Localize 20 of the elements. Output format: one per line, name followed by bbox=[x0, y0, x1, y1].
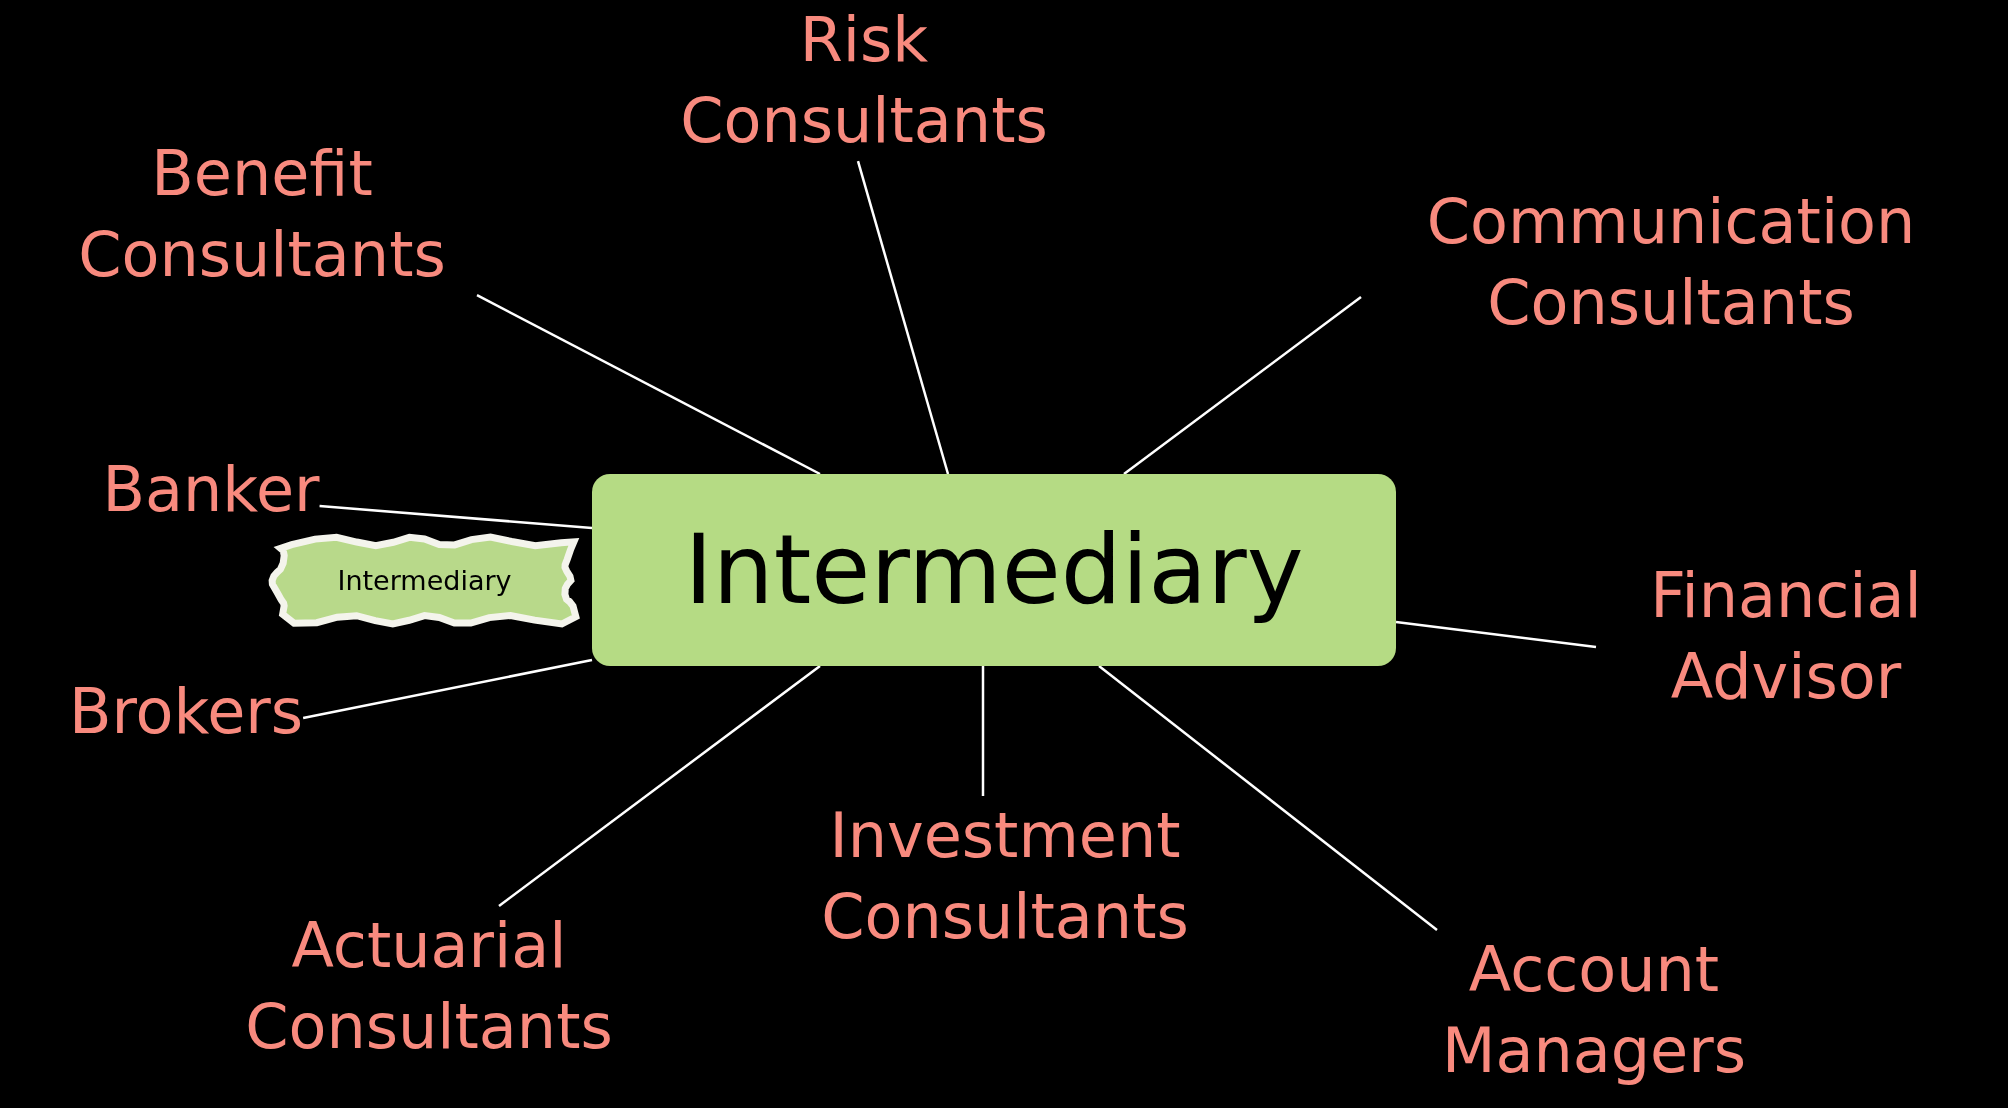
connector-line bbox=[981, 666, 985, 796]
role-label: Benefit Consultants bbox=[47, 134, 477, 296]
role-label: Financial Advisor bbox=[1596, 556, 1976, 718]
connector-line bbox=[1123, 296, 1362, 475]
role-label: Risk Consultants bbox=[624, 0, 1104, 162]
role-label: Communication Consultants bbox=[1361, 182, 1981, 344]
role-label: Actuarial Consultants bbox=[199, 906, 659, 1068]
role-label: Account Managers bbox=[1384, 930, 1804, 1092]
connector-line bbox=[1098, 665, 1438, 931]
connector-line bbox=[302, 658, 593, 720]
connector-line bbox=[1395, 620, 1597, 649]
connector-line bbox=[476, 294, 821, 476]
hub-box: Intermediary bbox=[592, 474, 1396, 666]
paper-label: Intermediary bbox=[266, 531, 583, 630]
connector-line bbox=[856, 160, 950, 475]
connector-line bbox=[319, 504, 593, 530]
role-label: Investment Consultants bbox=[775, 796, 1235, 958]
role-label: Banker bbox=[102, 450, 320, 531]
role-label: Brokers bbox=[68, 672, 304, 753]
connector-line bbox=[498, 665, 821, 907]
